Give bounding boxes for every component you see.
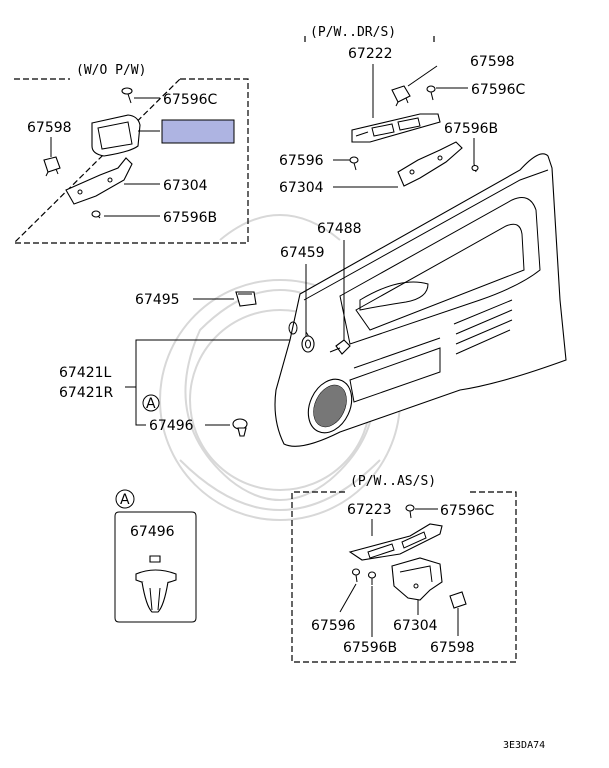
label-67598-left: 67598 <box>27 120 72 136</box>
detail-a: A 67496 <box>114 489 197 623</box>
section-wo-pw: (W/O P/W) 67596C 67598 67304 <box>12 63 249 244</box>
label-67598-bottom: 67598 <box>430 640 475 656</box>
label-67488: 67488 <box>317 221 362 237</box>
bracket-part <box>397 141 463 187</box>
handle-cup-part <box>91 114 141 157</box>
push-clip-part <box>135 555 177 613</box>
label-67596b-bottom: 67596B <box>343 640 397 656</box>
section-pw-as: (P/W..AS/S) 67223 67596C 67304 6759 <box>291 474 517 663</box>
section-pw-dr: (P/W..DR/S) 67222 67598 67596C 67596B <box>279 25 526 196</box>
push-clip-icon <box>232 418 248 437</box>
screw-icon <box>329 339 351 355</box>
door-trim-panel <box>274 153 567 447</box>
callout-a-detail: A <box>120 492 130 508</box>
label-67496-mid: 67496 <box>149 418 194 434</box>
clip-icon <box>43 156 61 177</box>
screw-icon <box>471 163 479 173</box>
diagram-code: 3E3DA74 <box>503 740 545 751</box>
label-67596c-bottom: 67596C <box>440 503 495 519</box>
bracket-part <box>391 557 443 601</box>
label-67304-left: 67304 <box>163 178 208 194</box>
clip-icon <box>449 591 467 609</box>
label-67596b-left: 67596B <box>163 210 217 226</box>
label-67304-top: 67304 <box>279 180 324 196</box>
label-67495: 67495 <box>135 292 180 308</box>
clip-icon <box>301 335 315 353</box>
label-67421r: 67421R <box>59 385 114 401</box>
label-67496-detail: 67496 <box>130 524 175 540</box>
label-67222: 67222 <box>348 46 393 62</box>
bracket-part <box>65 157 133 205</box>
screw-icon <box>351 568 361 583</box>
switch-panel-part <box>348 523 443 561</box>
section-pw-dr-title: (P/W..DR/S) <box>310 25 396 40</box>
label-67596-top: 67596 <box>279 153 324 169</box>
label-67421l: 67421L <box>59 365 112 381</box>
label-67459: 67459 <box>280 245 325 261</box>
label-67596-bottom: 67596 <box>311 618 356 634</box>
callout-a-mid: A <box>146 396 156 412</box>
section-wo-pw-title: (W/O P/W) <box>76 63 146 78</box>
label-67223: 67223 <box>347 502 392 518</box>
label-67596b-right: 67596B <box>444 121 498 137</box>
screw-icon <box>121 87 133 104</box>
panel-hardware: 67488 67459 67495 67421L 67421R A 67496 <box>59 221 362 437</box>
screw-icon <box>91 210 101 219</box>
section-pw-as-title: (P/W..AS/S) <box>350 474 436 489</box>
label-67304-bottom: 67304 <box>393 618 438 634</box>
screw-icon <box>349 156 359 171</box>
switch-panel-part <box>351 113 441 143</box>
label-67596c-top: 67596C <box>163 92 218 108</box>
screw-icon <box>426 85 436 101</box>
label-67596c-topright: 67596C <box>471 82 526 98</box>
screw-icon <box>367 571 377 585</box>
screw-icon <box>405 504 415 519</box>
fastener-icon <box>235 291 257 307</box>
clip-icon <box>391 85 411 107</box>
highlight-box <box>161 119 235 144</box>
label-67598-topright: 67598 <box>470 54 515 70</box>
